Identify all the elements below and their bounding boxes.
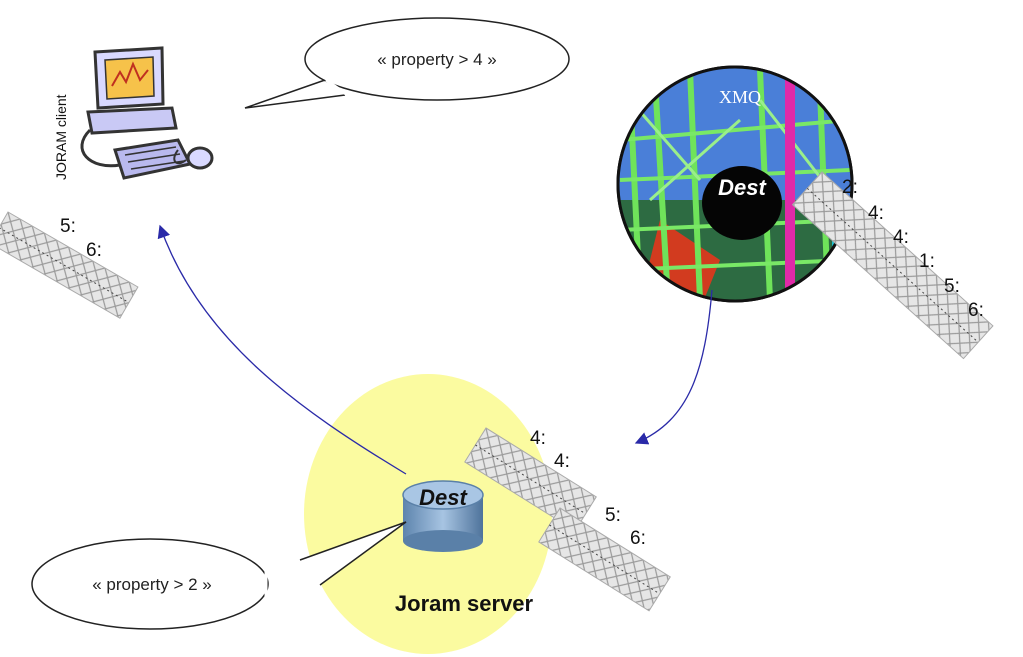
xmq-to-server-arrow [634,289,713,445]
joram-server-node: Joram server Dest [304,374,552,654]
client-message-strip [0,211,139,319]
server-message-b2: 6: [630,528,646,549]
client-bubble-text: « property > 4 » [377,50,497,69]
xmq-dest-circle [702,166,782,240]
server-bubble-text: « property > 2 » [92,575,212,594]
client-message-2: 6: [86,240,102,261]
client-message-1: 5: [60,216,76,237]
server-speech-bubble: « property > 2 » [31,521,407,630]
client-group: JORAM client [53,46,214,180]
client-speech-bubble: « property > 4 » [244,17,570,109]
xmq-message-4: 1: [919,251,935,272]
server-message-a2: 4: [554,451,570,472]
server-label: Joram server [395,591,534,616]
server-dest-cylinder [402,480,484,552]
xmq-message-3: 4: [893,227,909,248]
xmq-message-5: 5: [944,276,960,297]
server-message-b1: 5: [605,505,621,526]
server-message-strip-b [538,507,671,612]
xmq-message-1: 2: [842,177,858,198]
xmq-label: XMQ [719,87,761,107]
computer-icon [80,46,214,180]
server-to-client-arrow [157,224,407,475]
xmq-message-6: 6: [968,300,984,321]
xmq-message-strip [791,171,994,360]
server-dest-label: Dest [419,485,468,510]
xmq-message-2: 4: [868,203,884,224]
xmq-dest-label: Dest [718,175,767,200]
server-message-strip-a [464,427,597,532]
server-message-a1: 4: [530,428,546,449]
client-label: JORAM client [53,94,69,180]
